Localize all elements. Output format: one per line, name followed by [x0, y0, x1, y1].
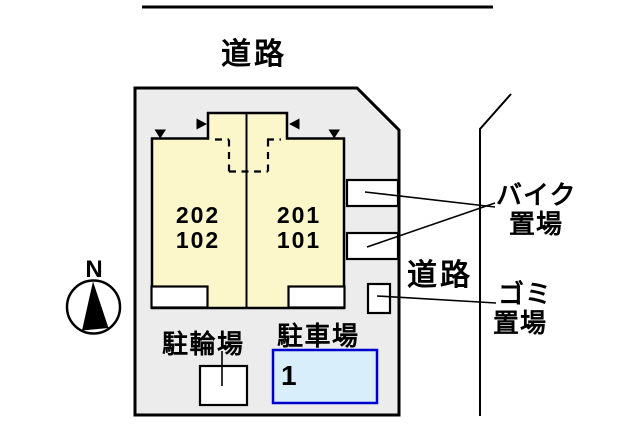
bike-parking-label-line1: バイク [496, 180, 577, 210]
building-outline [150, 111, 346, 310]
bicycle-parking-box [198, 364, 249, 407]
compass-needle-icon [82, 281, 109, 331]
entrance-arrow-right-icon [196, 118, 207, 130]
garbage-label-line1: ゴミ [498, 279, 553, 309]
parking-space-1-box [271, 348, 379, 405]
bicycle-parking-label: 駐輪場 [162, 329, 245, 359]
car-parking-label: 駐車場 [277, 321, 360, 351]
unit-left-lower: 102 [175, 227, 221, 253]
unit-right-lower: 101 [276, 227, 322, 253]
road-label-top: 道路 [221, 38, 287, 71]
garbage-label: ゴミ置場 [493, 280, 552, 338]
parking-space-number: 1 [281, 360, 297, 391]
bike-parking-label-line2: 置場 [509, 209, 564, 239]
garbage-box [366, 282, 392, 315]
porch-left [150, 285, 209, 309]
bike-leader-line-upper [364, 191, 496, 208]
bike-leader-line-lower [366, 202, 496, 248]
road-label-right: 道路 [407, 259, 473, 292]
bike-space-lower [345, 231, 400, 261]
entrance-arrow-down-right-icon [328, 129, 340, 139]
bike-parking-label: バイク置場 [496, 181, 576, 239]
porch-right [287, 285, 346, 309]
garbage-label-line2: 置場 [493, 308, 548, 338]
entrance-arrow-down-left-icon [154, 129, 166, 139]
compass-north-label: N [85, 256, 103, 283]
road-edge-right-line [479, 93, 512, 416]
entrance-arrow-left-icon [289, 118, 300, 130]
garbage-leader-line [376, 295, 497, 304]
unit-left-upper: 202 [175, 202, 221, 228]
unit-right-upper: 201 [276, 202, 322, 228]
